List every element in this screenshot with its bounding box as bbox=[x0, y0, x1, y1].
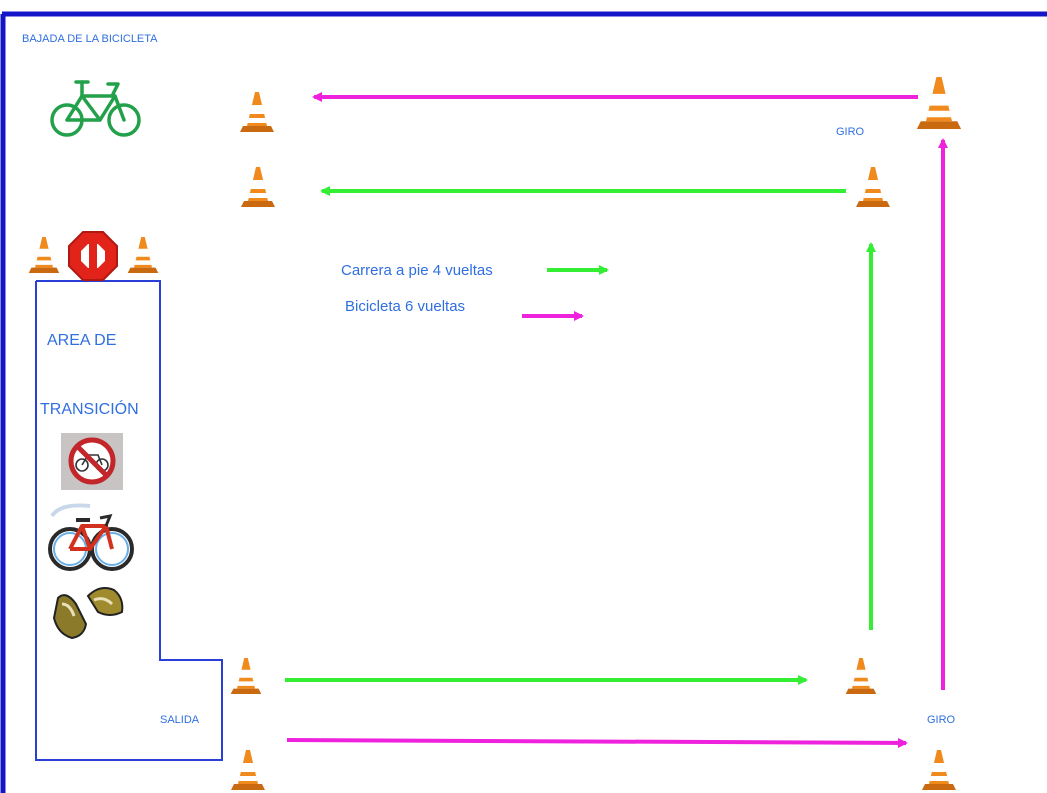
cone-icon bbox=[916, 77, 962, 129]
cone-icon bbox=[28, 237, 60, 273]
cone-icon bbox=[241, 167, 275, 207]
turn-label-bottom: GIRO bbox=[927, 714, 956, 726]
cone-icon bbox=[127, 237, 159, 273]
cone-icon bbox=[240, 92, 274, 132]
transition-area-title-line2: TRANSICIÓN bbox=[40, 401, 139, 418]
cone-icon bbox=[845, 658, 877, 694]
stop-sign-icon bbox=[68, 231, 118, 281]
cone-icon bbox=[230, 658, 262, 694]
transition-area-outline bbox=[35, 280, 223, 761]
no-bicycle-icon bbox=[61, 433, 123, 490]
cone-icon bbox=[856, 167, 890, 207]
bike-arrow-bottom bbox=[286, 737, 908, 748]
start-label: SALIDA bbox=[160, 714, 200, 726]
legend-run-label: Carrera a pie 4 vueltas bbox=[341, 262, 493, 279]
sneakers-icon bbox=[52, 587, 124, 640]
bicycle-icon bbox=[50, 80, 141, 137]
page-border bbox=[0, 11, 1047, 793]
bike-drop-label: BAJADA DE LA BICICLETA bbox=[22, 33, 158, 45]
turn-label-top: GIRO bbox=[836, 126, 865, 138]
transition-area-title-line1: AREA DE bbox=[47, 332, 117, 349]
legend-bike-label: Bicicleta 6 vueltas bbox=[345, 298, 466, 315]
cone-icon bbox=[922, 750, 956, 790]
cone-icon bbox=[231, 750, 265, 790]
bicycle-icon bbox=[48, 503, 134, 571]
